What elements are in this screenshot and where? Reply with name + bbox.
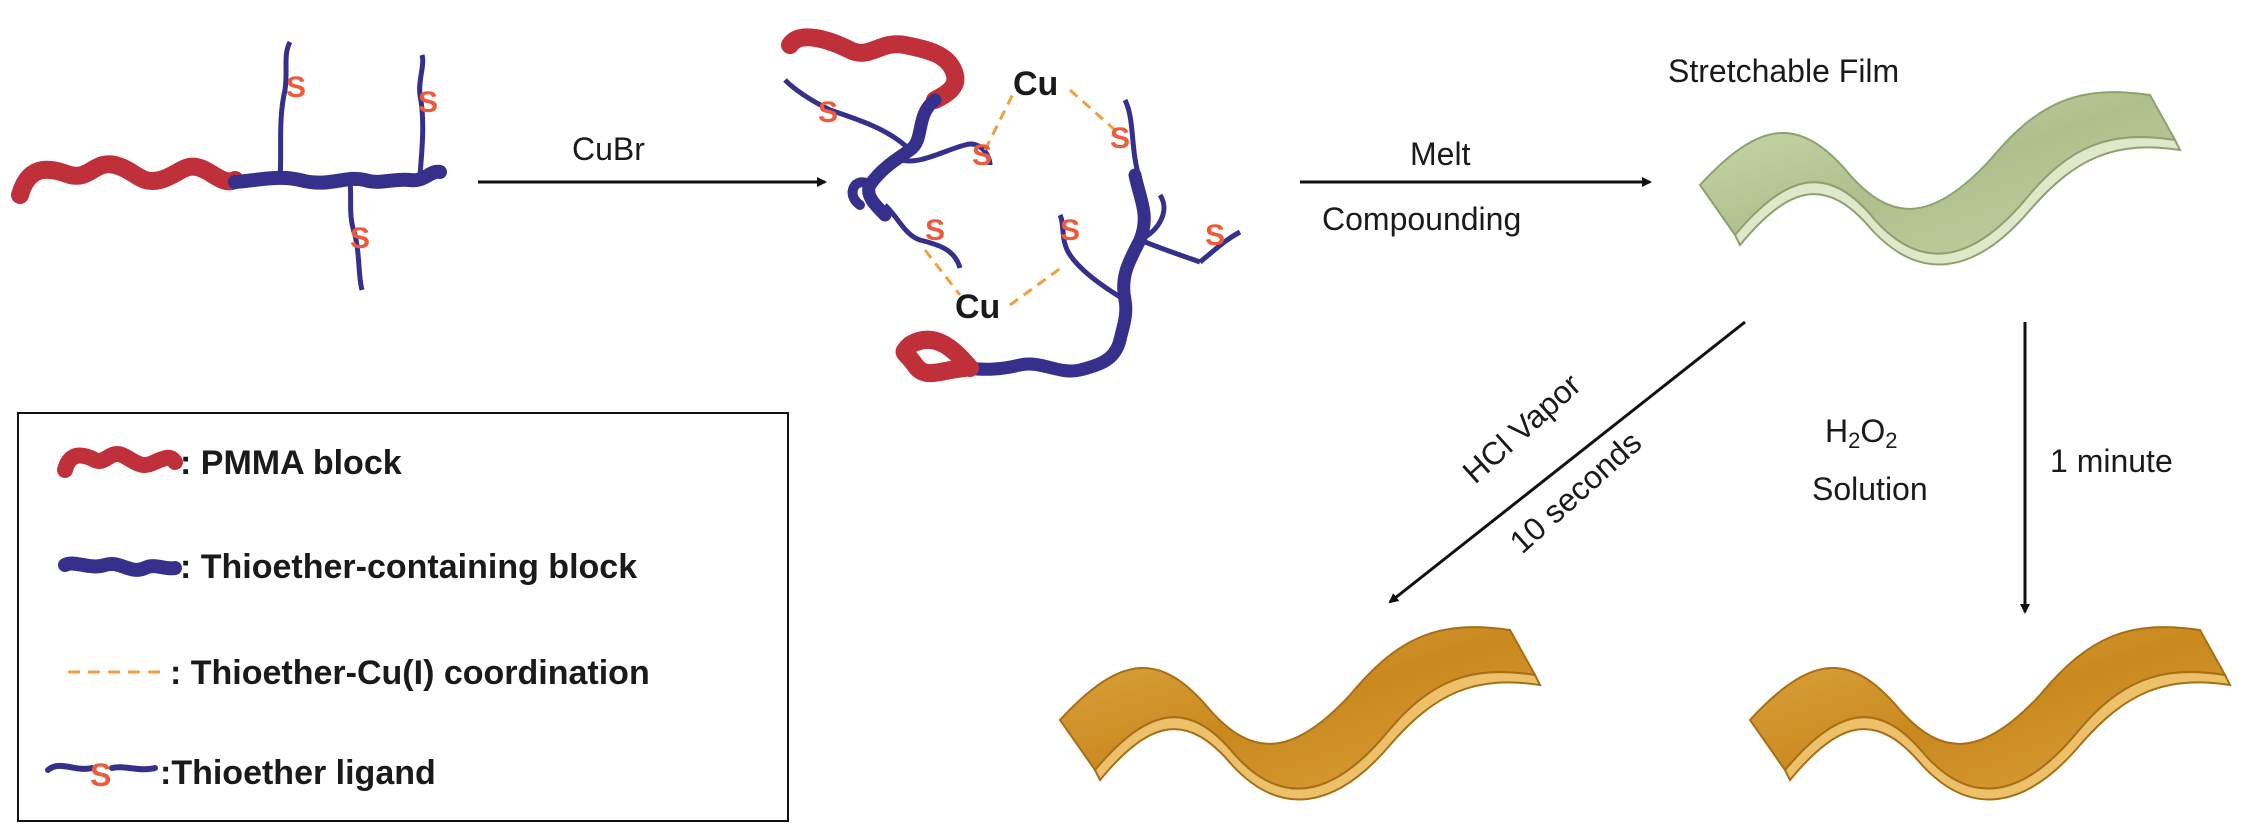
ligand-s-4: S bbox=[818, 96, 838, 129]
cu-crosslinked-network: Cu Cu S S S S S S bbox=[781, 28, 1242, 383]
thioether-block bbox=[1113, 168, 1151, 347]
cubr-label: CuBr bbox=[572, 131, 645, 167]
ligand-s-5: S bbox=[972, 139, 992, 172]
hcl-vapor-label: HCl Vapor bbox=[1456, 366, 1588, 490]
ligand-s-1: S bbox=[286, 71, 306, 104]
legend-border bbox=[17, 412, 789, 822]
compounding-label: Compounding bbox=[1322, 201, 1521, 237]
thioether-block bbox=[228, 164, 447, 190]
legend-item-pmma: : PMMA block bbox=[180, 444, 402, 482]
thioether-block bbox=[862, 93, 942, 222]
pmma-legend-icon bbox=[57, 446, 183, 478]
ligand-s-3: S bbox=[350, 222, 370, 255]
ligand-s-8: S bbox=[1060, 214, 1080, 247]
legend: : PMMA block : Thioether-containing bloc… bbox=[17, 412, 789, 822]
legend-item-thioether-ligand: :Thioether ligand bbox=[160, 754, 436, 792]
film-after-hcl-orange bbox=[1058, 626, 1542, 801]
melt-label: Melt bbox=[1410, 136, 1471, 172]
hcl-vapor-arrow bbox=[1388, 320, 1746, 604]
ligand-s-2: S bbox=[418, 86, 438, 119]
stretchable-film-label: Stretchable Film bbox=[1668, 53, 1899, 89]
cu-label-top: Cu bbox=[1013, 65, 1058, 103]
cu-label-bottom: Cu bbox=[955, 288, 1000, 326]
thioether-block-legend-icon bbox=[58, 556, 182, 577]
ligand-s-9: S bbox=[1205, 219, 1225, 252]
svg-text:S: S bbox=[90, 757, 111, 793]
film-after-h2o2-orange bbox=[1748, 626, 2232, 801]
solution-label: Solution bbox=[1812, 471, 1928, 507]
h2o2-label: H2O2 bbox=[1825, 413, 1898, 453]
pmma-block bbox=[781, 28, 965, 109]
stretchable-film-green bbox=[1698, 91, 2182, 266]
one-minute-label: 1 minute bbox=[2050, 443, 2173, 479]
ligand-s-7: S bbox=[925, 214, 945, 247]
pmma-block bbox=[895, 330, 979, 383]
legend-item-coordination: : Thioether-Cu(I) coordination bbox=[170, 654, 650, 692]
ligand-s-6: S bbox=[1110, 122, 1130, 155]
thioether-ligand-legend-icon: S bbox=[45, 757, 158, 793]
block-copolymer-chain: S S S bbox=[11, 40, 447, 291]
legend-item-thioether-block: : Thioether-containing block bbox=[180, 548, 637, 586]
pmma-block bbox=[11, 155, 244, 204]
